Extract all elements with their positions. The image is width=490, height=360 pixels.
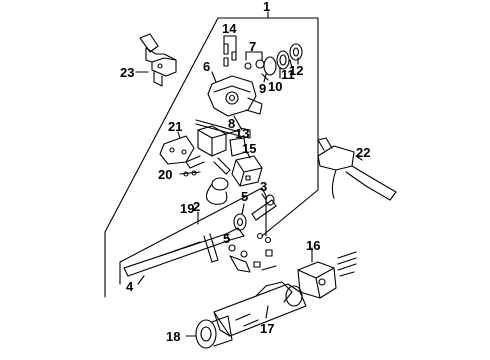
leader-14 [223, 35, 237, 53]
callout-8: 8 [228, 116, 236, 131]
callout-14: 14 [222, 21, 237, 36]
leader-6 [211, 71, 217, 83]
part-6-housing [207, 75, 263, 117]
callout-13: 13 [235, 126, 250, 141]
callout-11: 11 [281, 67, 295, 82]
part-22-lever [317, 137, 397, 201]
leader-3 [261, 193, 267, 201]
callout-7: 7 [249, 39, 257, 54]
hardware-cluster [228, 232, 277, 273]
callout-17: 17 [260, 321, 275, 336]
callout-5: 5 [241, 189, 249, 204]
callout-10: 10 [268, 79, 283, 94]
callout-5b: 5 [223, 231, 231, 246]
callout-15: 15 [242, 141, 257, 156]
leader-11 [289, 59, 293, 69]
part-20-pin [179, 170, 201, 177]
callout-2: 2 [193, 199, 201, 214]
callout-1: 1 [263, 0, 271, 14]
callout-4: 4 [126, 279, 134, 294]
part-3-shaft [251, 194, 277, 221]
part-15-switch [231, 155, 263, 187]
part-4-shaft [123, 227, 245, 277]
leader-8 [233, 115, 243, 131]
part-21-bracket [159, 135, 195, 165]
leader-13 [225, 129, 241, 135]
part-18-flange [195, 315, 233, 349]
callout-6: 6 [203, 59, 211, 74]
part-2-outline [119, 187, 267, 285]
leader-15 [245, 149, 251, 159]
callout-19: 19 [180, 201, 195, 216]
callout-21: 21 [168, 119, 183, 134]
callout-18: 18 [166, 329, 181, 344]
leader-21 [177, 131, 181, 139]
part-19-sensor [205, 177, 229, 205]
callout-20: 20 [158, 167, 173, 182]
callout-16: 16 [306, 238, 321, 253]
part-17-jacket [213, 281, 307, 337]
part-5-bearing [233, 213, 247, 231]
part-14-screws [223, 43, 237, 67]
part-13-cylinder [185, 125, 247, 175]
part-16-bracket [297, 251, 357, 299]
callout-23: 23 [120, 65, 135, 80]
callout-22: 22 [356, 145, 371, 160]
leader-9 [263, 73, 267, 83]
leader-17 [265, 305, 269, 319]
leader-7 [245, 51, 263, 61]
part-7-pieces [244, 59, 265, 70]
leader-4 [137, 275, 145, 285]
callout-12: 12 [289, 63, 304, 78]
leader-22 [355, 155, 363, 161]
part-23-switch [139, 33, 177, 87]
leader-5 [241, 203, 245, 215]
callout-9: 9 [259, 81, 267, 96]
callout-3: 3 [260, 179, 268, 194]
